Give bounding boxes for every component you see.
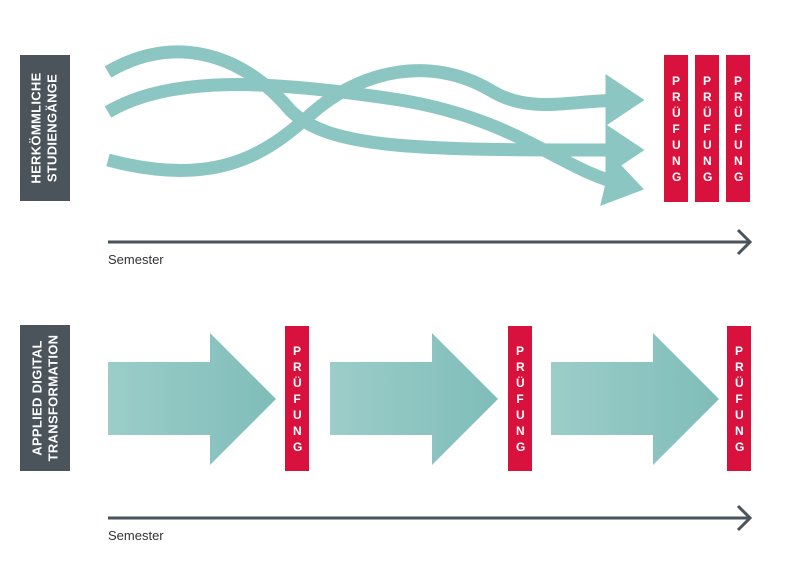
path-ribbon-1 [104,45,645,176]
axis-label-semester: Semester [108,252,164,267]
block-arrow-2 [330,333,498,465]
exam-bar: PRÜFUNG [726,55,750,202]
exam-bar: PRÜFUNG [508,326,532,471]
axis-label-semester: Semester [108,528,164,543]
axis-arrowhead-icon [736,504,753,532]
axis-arrowhead-icon [736,228,753,256]
path-ribbon-2 [104,78,644,206]
label-traditional-programs: HERKÖMMLICHE STUDIENGÄNGE [20,55,70,201]
block-arrow-3 [551,333,719,465]
exam-bar: PRÜFUNG [695,55,719,202]
exam-bar: PRÜFUNG [727,326,751,471]
block-arrow-1 [108,333,276,465]
path-ribbon-3 [106,64,645,178]
exam-bar: PRÜFUNG [285,326,309,471]
label-applied-digital-transformation: APPLIED DIGITAL TRANSFORMATION [20,325,70,471]
exam-bar: PRÜFUNG [664,55,688,202]
